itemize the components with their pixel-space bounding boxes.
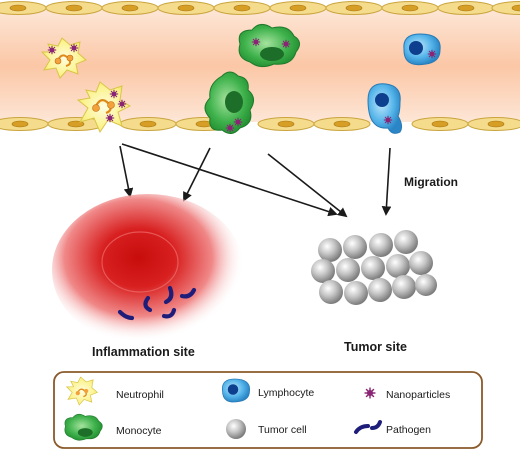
arrow-monocyte-to-tumor [267,153,348,218]
inflammation-site-label: Inflammation site [92,345,195,359]
neutrophil-cell-migrating [76,81,132,134]
migration-arrows [119,143,392,218]
pathogen-group [117,285,197,321]
legend: Neutrophil Lymphocyte Nanoparticles Mono… [53,371,483,449]
migration-label: Migration [404,175,458,189]
arrow-neutrophil-to-inflammation [119,145,134,198]
arrow-neutrophil-to-tumor [121,143,338,217]
inflammation-site [52,194,244,346]
monocyte-cell-migrating [204,71,254,134]
lymphocyte-legend-icon [221,378,250,403]
inflammation-halo [52,194,244,346]
pathogen-legend-icon [354,420,382,434]
tumor-site [311,230,437,305]
monocyte-cell [238,24,300,68]
legend-monocyte-label: Monocyte [116,425,162,437]
legend-lymphocyte-label: Lymphocyte [258,387,314,399]
legend-tumor-cell-label: Tumor cell [258,424,307,436]
tumor-cell-legend-icon [226,419,246,439]
neutrophil-legend-icon [65,376,99,406]
arrow-lymphocyte-to-tumor [381,147,392,216]
tumor-site-label: Tumor site [344,340,407,354]
nanoparticle-legend-icon [363,386,377,400]
lymphocyte-cell [403,33,441,66]
lymphocyte-cell-migrating [367,83,403,134]
arrow-monocyte-to-inflammation [183,147,211,202]
legend-nanoparticles-label: Nanoparticles [386,389,450,401]
legend-pathogen-label: Pathogen [386,424,431,436]
legend-neutrophil-label: Neutrophil [116,389,164,401]
neutrophil-cell [40,37,87,79]
monocyte-legend-icon [64,413,103,441]
